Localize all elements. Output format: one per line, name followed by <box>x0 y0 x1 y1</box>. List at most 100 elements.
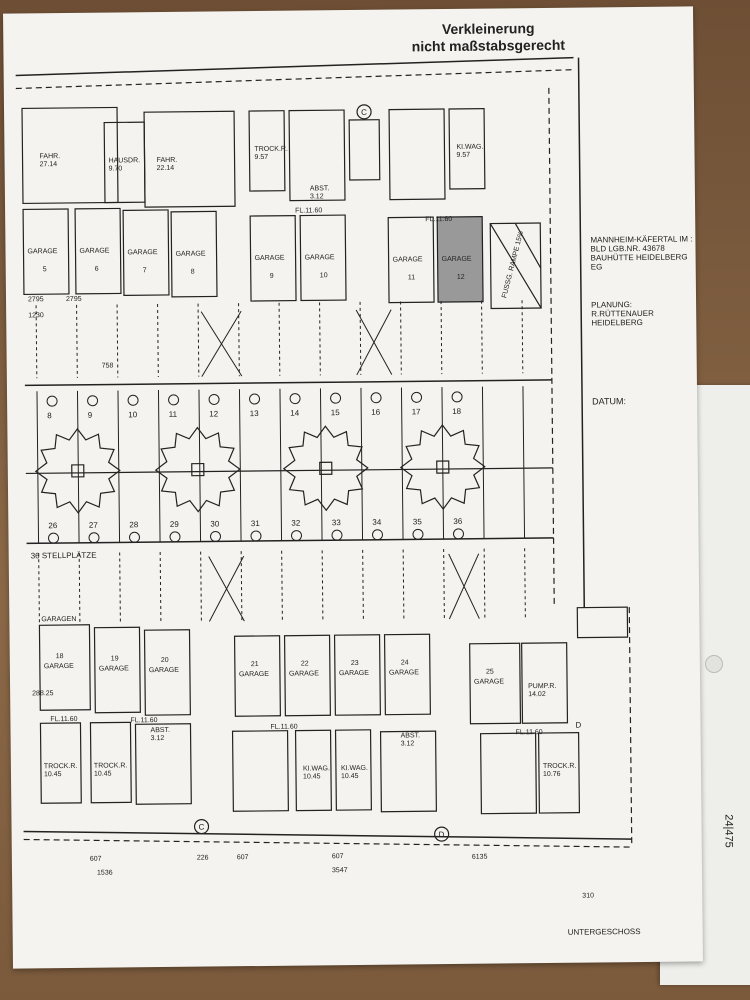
garage-20 <box>143 629 191 716</box>
level-mark: FL.11.60 <box>425 216 452 223</box>
stall-divider-lower <box>159 552 162 625</box>
bottom-garage-label: GARAGE <box>289 670 319 677</box>
cross-mark-4 <box>448 553 480 620</box>
stall-divider-lower <box>240 551 243 624</box>
pump-room-name: PUMP.R. <box>528 683 556 690</box>
stall-marker-bottom <box>291 530 303 542</box>
stall-marker-top <box>87 395 99 407</box>
stall-divider <box>319 388 323 541</box>
top-room-area: 3.12 <box>310 193 324 200</box>
floor-plan-drawing: FAHR.27.14HAUSDR.9.70FAHR.22.14TROCK.R.9… <box>15 56 633 900</box>
stall-marker-bottom <box>169 531 181 543</box>
stall-number-bottom: 31 <box>251 519 261 528</box>
stall-divider-lower <box>281 550 283 623</box>
dimension-bottom: 607 <box>90 856 102 863</box>
tree-symbol <box>282 425 369 512</box>
room-trock-b2 <box>89 721 132 804</box>
bottom-garage-label: GARAGE <box>99 665 129 672</box>
stall-marker-top <box>411 391 423 403</box>
top-garage-label: GARAGE <box>393 256 423 263</box>
ramp-hatch <box>489 222 542 309</box>
section-letter: D <box>439 830 445 839</box>
top-room-name: ABST. <box>310 185 330 192</box>
stall-divider-lower <box>78 552 81 625</box>
tree-symbols <box>34 424 486 514</box>
top-room-area: 9.57 <box>255 154 269 161</box>
section-mark-top <box>356 104 372 120</box>
room-storage-b2 <box>479 732 538 815</box>
stall-marker-bottom <box>331 529 343 541</box>
bottom-garage-number: 23 <box>351 660 359 667</box>
stall-divider-lower <box>524 548 526 621</box>
section-mark-bottom-1 <box>193 819 210 835</box>
bottom-garage-number: 22 <box>301 660 309 667</box>
dimension-left: 1230 <box>28 312 44 319</box>
stall-divider-lower <box>483 548 486 621</box>
stall-divider <box>198 389 202 542</box>
stall-number-top: 14 <box>290 409 300 418</box>
room-fahr-2 <box>143 110 236 208</box>
top-garage-number: 6 <box>95 266 99 273</box>
stall-divider <box>238 389 242 542</box>
stellplaetze-label: 36 STELLPLÄTZE <box>31 551 97 561</box>
stall-marker-top <box>451 391 463 403</box>
garage-21 <box>233 635 281 717</box>
stall-number-bottom: 36 <box>453 517 463 526</box>
top-room-name: KI.WAG. <box>456 144 483 151</box>
top-room-name: FAHR. <box>39 153 60 160</box>
tree-symbol <box>154 426 241 513</box>
punch-hole <box>705 655 723 673</box>
bottom-room-name: TROCK.R. <box>44 763 78 770</box>
room-fahr-1 <box>21 106 119 205</box>
ramp-label: FUSSG. RAMPE 15% <box>501 230 525 298</box>
bottom-room-area: 10.45 <box>341 773 359 780</box>
stall-divider-lower <box>321 550 324 623</box>
garage-10 <box>299 214 347 302</box>
right-lower-dashed <box>628 607 633 848</box>
bottom-garage-number: 24 <box>401 659 409 666</box>
stall-marker-top <box>168 394 180 406</box>
level-mark: FL.11.60 <box>295 207 322 214</box>
dimension-bottom: 226 <box>197 855 209 862</box>
dimension-left: 2795 <box>28 296 44 303</box>
bottom-room-name: TROCK.R. <box>543 763 577 770</box>
top-garage-label: GARAGE <box>255 255 285 262</box>
level-mark: FL.11.60 <box>130 717 157 724</box>
section-mark-bottom-2 <box>434 826 450 842</box>
stall-divider-lower <box>443 549 445 622</box>
dimension-left: 758 <box>102 363 114 370</box>
right-wall <box>577 57 586 608</box>
dimension-left: 2795 <box>66 296 82 303</box>
stall-divider <box>157 390 161 543</box>
pump-room <box>521 642 569 724</box>
stall-marker-top <box>127 394 139 406</box>
stall-divider-upper <box>116 304 119 378</box>
garage-25 <box>469 642 522 725</box>
stall-divider-upper <box>400 301 402 375</box>
room-kiwag-top <box>448 108 486 190</box>
bottom-garage-number: 21 <box>251 661 259 668</box>
stall-divider-upper <box>521 300 524 374</box>
top-room-name: HAUSDR. <box>109 157 141 164</box>
top-garage-label: GARAGE <box>305 254 335 261</box>
stall-divider <box>279 388 283 541</box>
outer-top-dashed <box>15 69 574 90</box>
stall-number-bottom: 35 <box>413 517 423 526</box>
room-kiwag-b1 <box>294 729 332 812</box>
stall-marker-bottom <box>88 532 100 544</box>
parking-stalls <box>35 300 526 626</box>
bottom-room-name: TROCK.R. <box>94 762 128 769</box>
cross-mark-3 <box>208 555 245 622</box>
top-garage-number: 10 <box>320 272 328 279</box>
stall-number-top: 9 <box>88 411 93 420</box>
bottom-garage-label: GARAGE <box>44 663 74 670</box>
stall-number-top: 13 <box>250 409 260 418</box>
right-dashed <box>548 87 555 608</box>
stall-divider-upper <box>481 300 483 374</box>
garage-8 <box>170 210 218 298</box>
stall-number-top: 11 <box>169 410 178 419</box>
stall-marker-bottom <box>250 530 262 542</box>
stall-number-bottom: 34 <box>372 518 382 527</box>
stall-marker-top <box>208 393 220 405</box>
garage-6 <box>74 207 122 295</box>
